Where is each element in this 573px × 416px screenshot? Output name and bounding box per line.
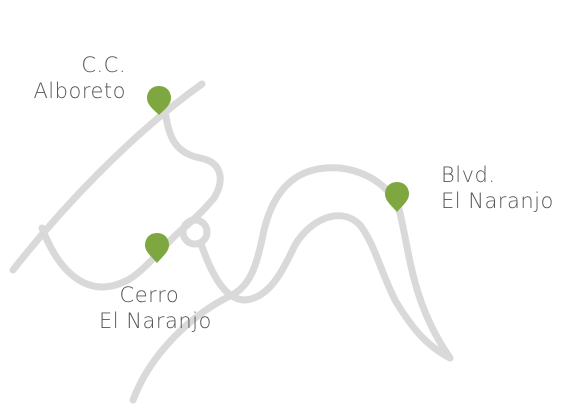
roads [9, 80, 454, 404]
place-label-cc-alboreto: C.C. Alboreto [33, 52, 126, 104]
map-pin-icon[interactable] [147, 86, 171, 115]
road-main-curve [129, 164, 454, 404]
markers [145, 86, 409, 263]
road-inner-curve [197, 212, 454, 362]
place-label-line: El Naranjo [99, 309, 212, 333]
place-label-line: C.C. [81, 53, 126, 77]
place-label-line: El Naranjo [441, 189, 554, 213]
roundabout [179, 216, 211, 248]
road-cc-curve [160, 100, 224, 237]
place-label-cerro-el-naranjo: Cerro El Naranjo [99, 282, 212, 334]
road-upper-diagonal [9, 80, 206, 274]
place-label-line: Cerro [119, 283, 180, 307]
place-label-blvd-el-naranjo: Blvd. El Naranjo [441, 162, 554, 214]
place-label-line: Blvd. [441, 163, 496, 187]
map-pin-icon[interactable] [145, 233, 169, 263]
map-pin-icon[interactable] [385, 182, 409, 212]
place-label-line: Alboreto [33, 79, 126, 103]
